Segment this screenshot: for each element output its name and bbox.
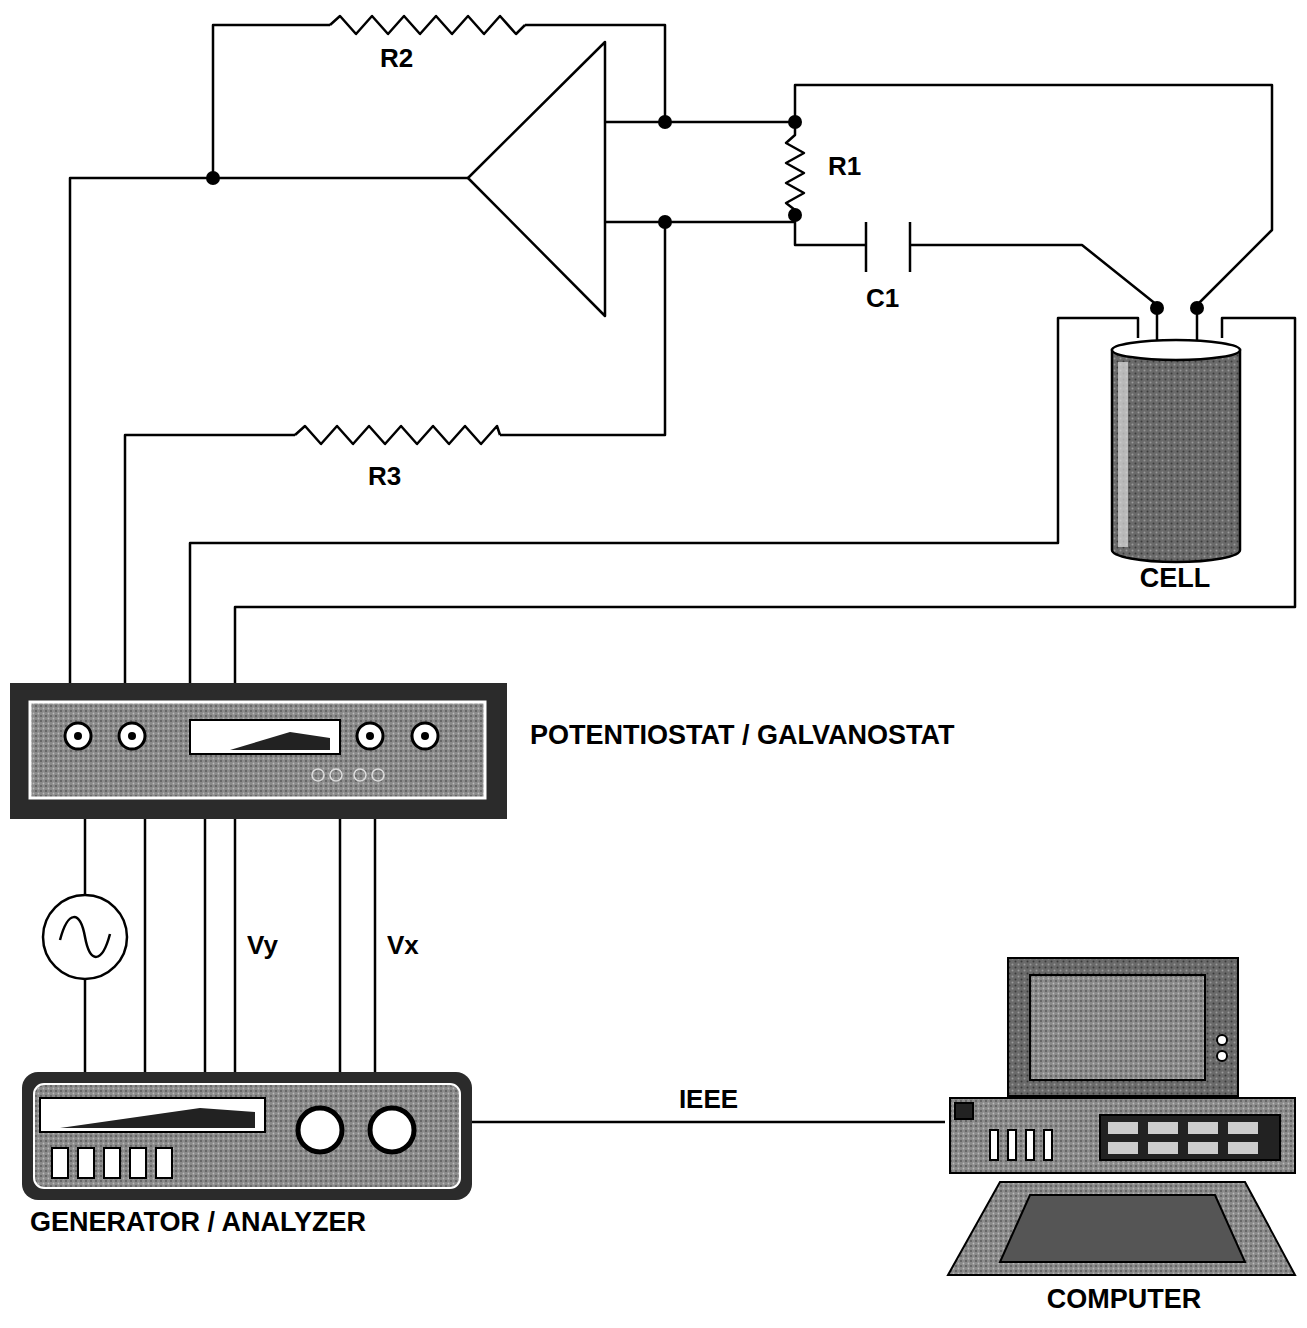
- wire-connector: [235, 819, 236, 1072]
- resistor-label: R3: [368, 462, 401, 491]
- potentiostat-housing: [10, 683, 507, 819]
- capacitor-label: C1: [866, 284, 899, 313]
- computer-drawing: [948, 958, 1295, 1275]
- wire-connector: [375, 819, 376, 1072]
- resistor-symbol: [295, 426, 500, 444]
- analyzer-node: GENERATOR / ANALYZER: [22, 1072, 472, 1200]
- wire-connector: [472, 1122, 945, 1123]
- wire-connector: [205, 819, 206, 1072]
- analyzer-housing: [22, 1072, 472, 1200]
- capacitor-plate: [865, 222, 868, 272]
- wire: [910, 245, 1157, 305]
- wire: [605, 121, 795, 124]
- node-title: GENERATOR / ANALYZER: [30, 1208, 366, 1238]
- op-amp-symbol: [468, 42, 605, 316]
- wire: [125, 435, 295, 683]
- resistor-label: R1: [828, 152, 861, 181]
- ac-source-symbol: [43, 895, 127, 979]
- wire: [213, 25, 330, 178]
- wire-connector: [340, 819, 341, 1072]
- resistor-symbol: [786, 122, 804, 222]
- capacitor-plate: [909, 222, 912, 272]
- wire-connector: [145, 819, 146, 1072]
- wire-connector: [235, 318, 1295, 683]
- node-title: CELL: [1140, 564, 1211, 594]
- signal-label: IEEE: [679, 1085, 738, 1114]
- wire: [795, 222, 866, 245]
- sine-wave: [60, 917, 110, 957]
- wire: [525, 25, 665, 122]
- resistor-label: R2: [380, 44, 413, 73]
- signal-label: Vy: [247, 931, 278, 960]
- wire: [605, 221, 795, 224]
- cell-vessel: [1112, 340, 1240, 562]
- wire: [70, 178, 468, 683]
- wire: [795, 85, 1272, 305]
- computer-node: COMPUTER: [945, 955, 1303, 1280]
- wire: [500, 222, 665, 435]
- signal-label: Vx: [387, 931, 419, 960]
- node-title: COMPUTER: [1047, 1285, 1202, 1315]
- resistor-symbol: [330, 16, 525, 34]
- potentiostat-node: POTENTIOSTAT / GALVANOSTAT: [10, 683, 507, 819]
- cell-node: CELL: [1108, 338, 1242, 562]
- node-title: POTENTIOSTAT / GALVANOSTAT: [530, 721, 954, 751]
